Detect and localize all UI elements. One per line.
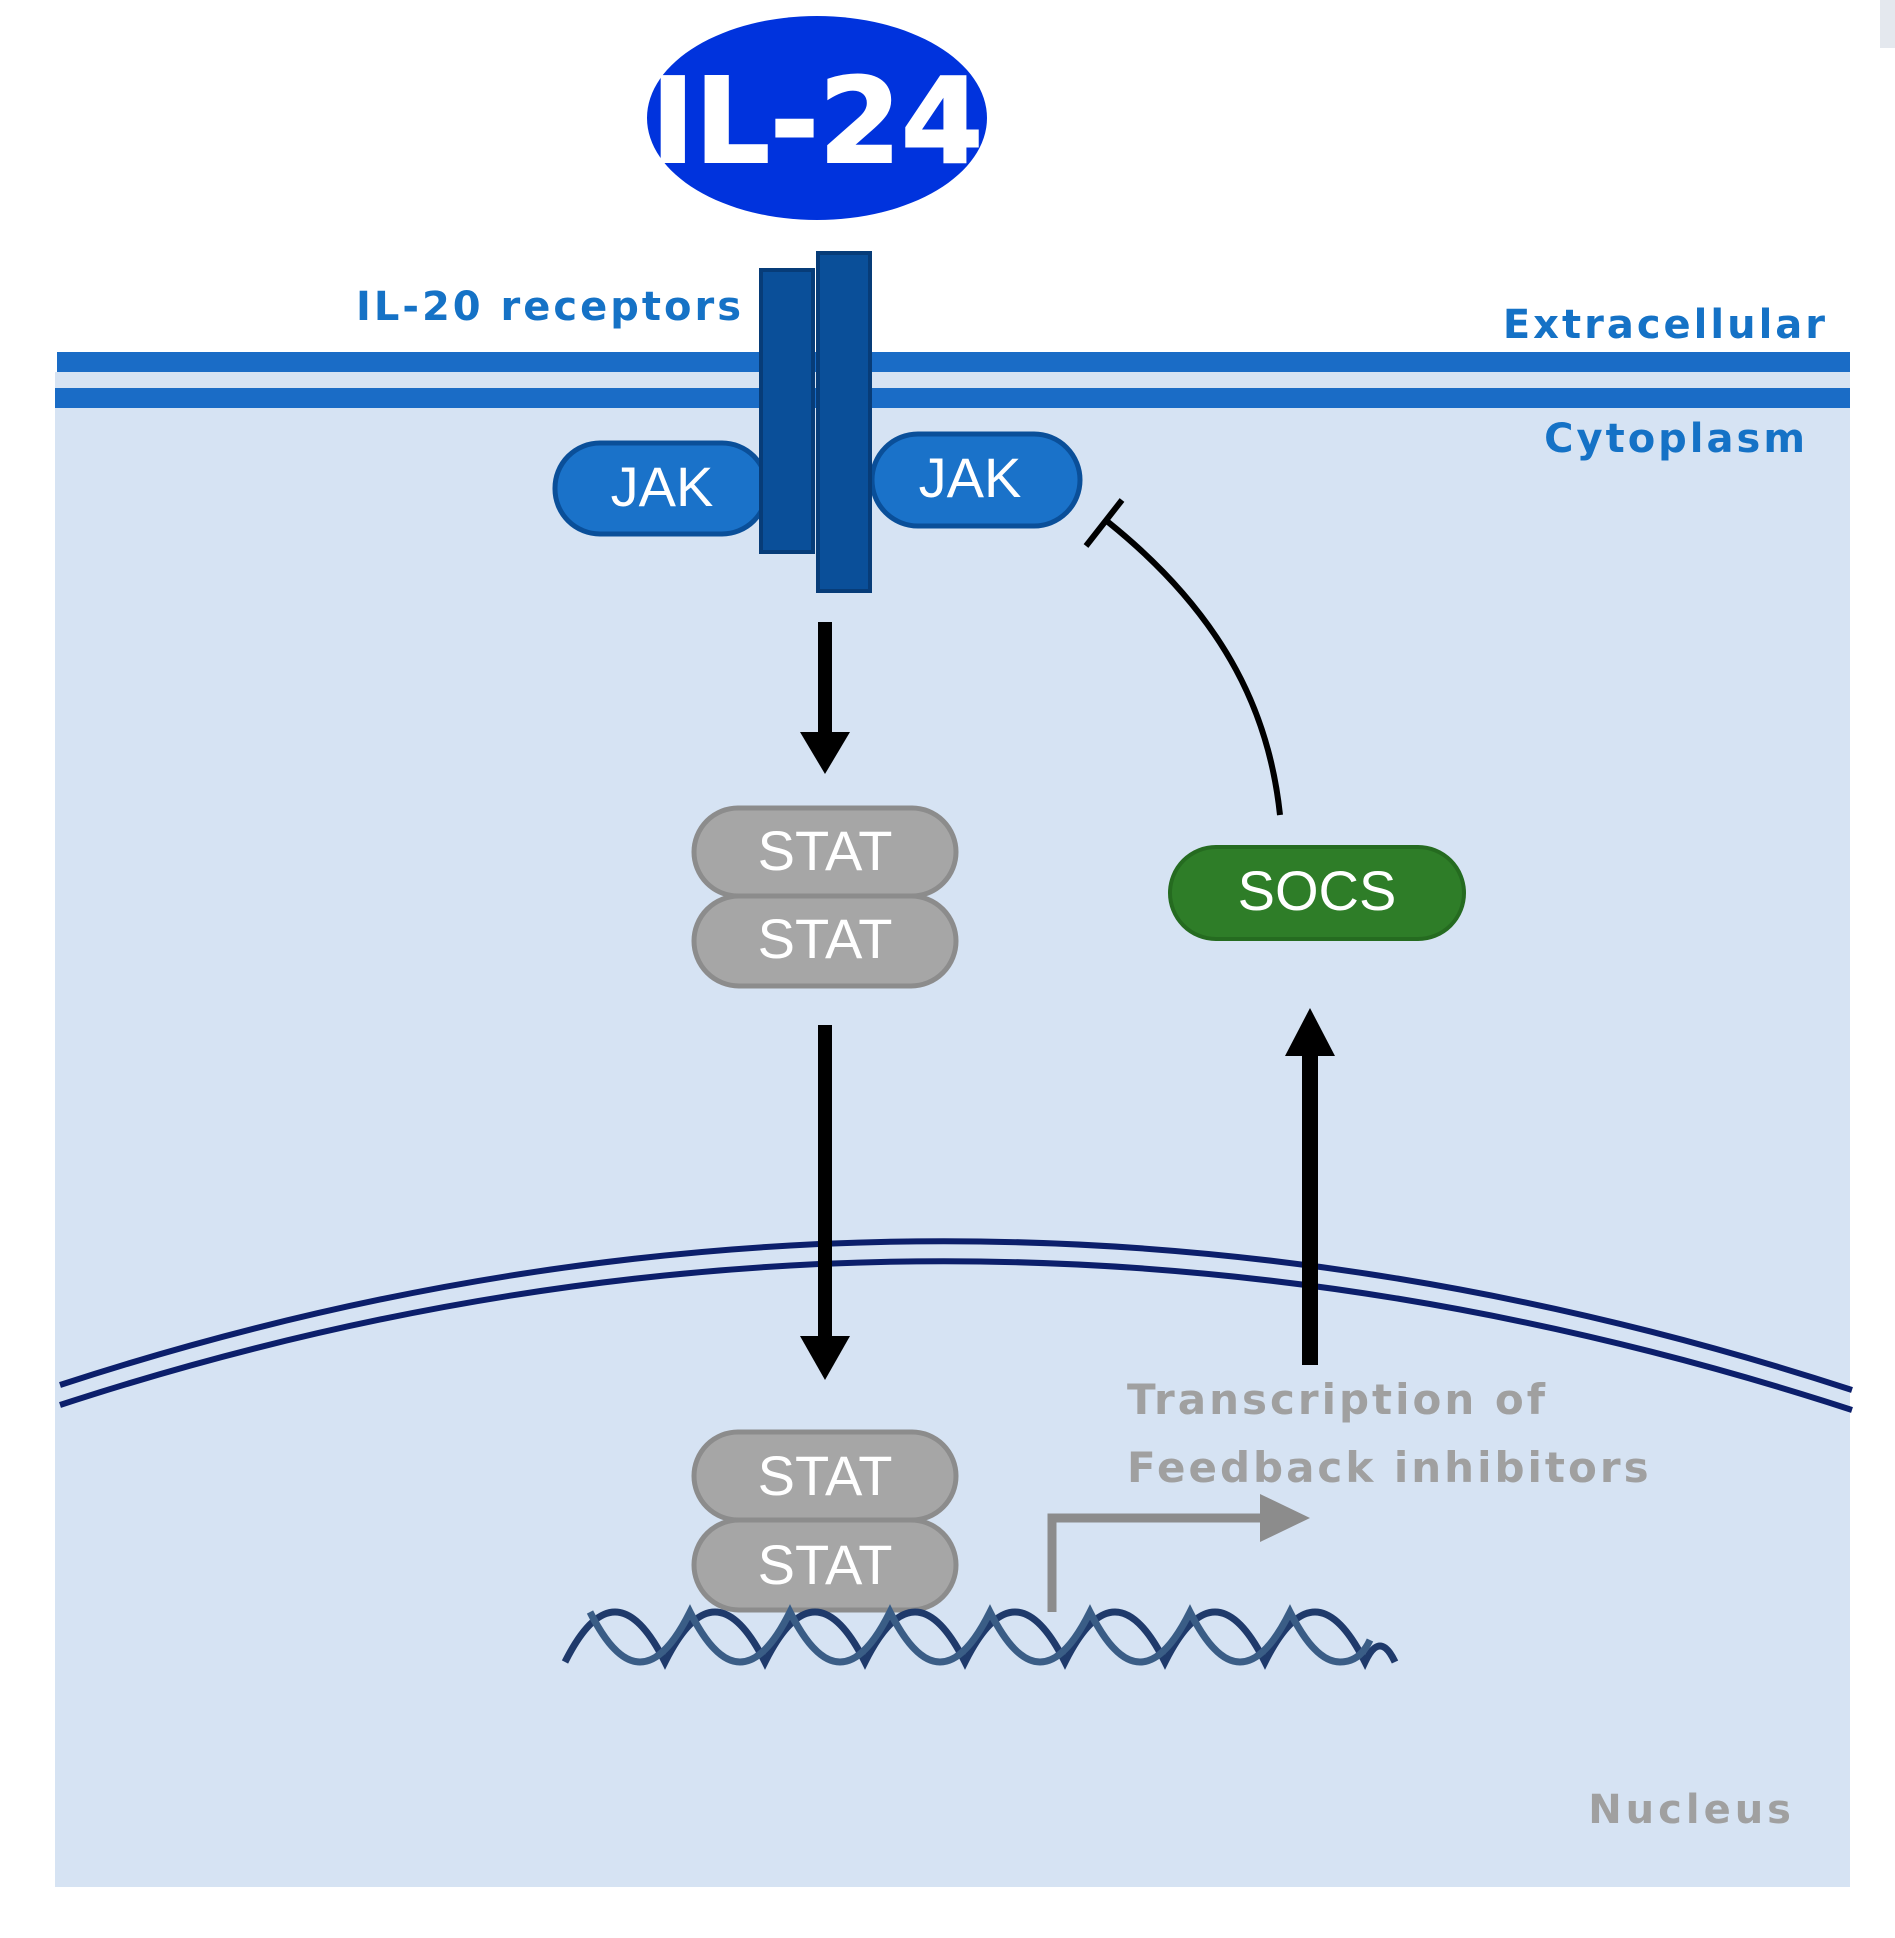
stat-nuc-bottom-label: STAT	[758, 1533, 893, 1596]
plasma-membrane-outer	[57, 352, 1850, 372]
dna-strand-b	[586, 1604, 1374, 1666]
transcription-arrow-head	[1260, 1494, 1310, 1542]
cytoplasm-label: Cytoplasm	[1544, 416, 1808, 462]
edge-sliver	[1880, 0, 1895, 48]
receptor-chain-left	[759, 268, 815, 554]
arrow-receptor-to-stat-shaft	[818, 622, 832, 737]
arrow-stat-to-nucleus-shaft	[818, 1025, 832, 1345]
arrow-nucleus-to-socs-shaft	[1302, 1045, 1318, 1365]
cytoplasm-region	[55, 402, 1850, 1887]
socs	[1168, 845, 1466, 941]
jak-right-label: JAK	[919, 446, 1022, 509]
plasma-membrane-inner	[55, 388, 1850, 408]
nuclear-envelope-inner	[59, 1258, 1853, 1413]
transcription-start-arrow	[1047, 1513, 1268, 1612]
dna-strand-a	[561, 1608, 1399, 1671]
socs-label: SOCS	[1238, 859, 1397, 922]
receptor-label: IL-20 receptors	[356, 284, 744, 330]
il24-label: IL-24	[651, 52, 983, 190]
jak-left-label: JAK	[611, 455, 714, 518]
stat-cyto-bottom-label: STAT	[758, 907, 893, 970]
il24-ligand	[647, 16, 987, 220]
receptor-chain-right	[816, 251, 872, 593]
transcription-line2: Feedback inhibitors	[1127, 1443, 1652, 1492]
extracellular-strip	[55, 372, 1850, 388]
arrow-stat-to-nucleus-head	[800, 1336, 850, 1380]
socs-inhibition-curve	[1106, 519, 1283, 816]
transcription-line1: Transcription of	[1127, 1375, 1548, 1424]
arrow-nucleus-to-socs-head	[1285, 1008, 1335, 1056]
dna-helix	[561, 1604, 1399, 1671]
stat-cyto-bottom	[691, 893, 959, 989]
extracellular-label: Extracellular	[1503, 302, 1828, 348]
nuclear-envelope-outer	[59, 1238, 1853, 1393]
stat-nuc-top-label: STAT	[758, 1444, 893, 1507]
nucleus-label: Nucleus	[1588, 1787, 1795, 1833]
inhibition-bar	[1083, 498, 1125, 548]
arrow-receptor-to-stat-head	[800, 732, 850, 774]
stat-cyto-top-label: STAT	[758, 819, 893, 882]
stat-nuc-bottom	[691, 1517, 959, 1613]
